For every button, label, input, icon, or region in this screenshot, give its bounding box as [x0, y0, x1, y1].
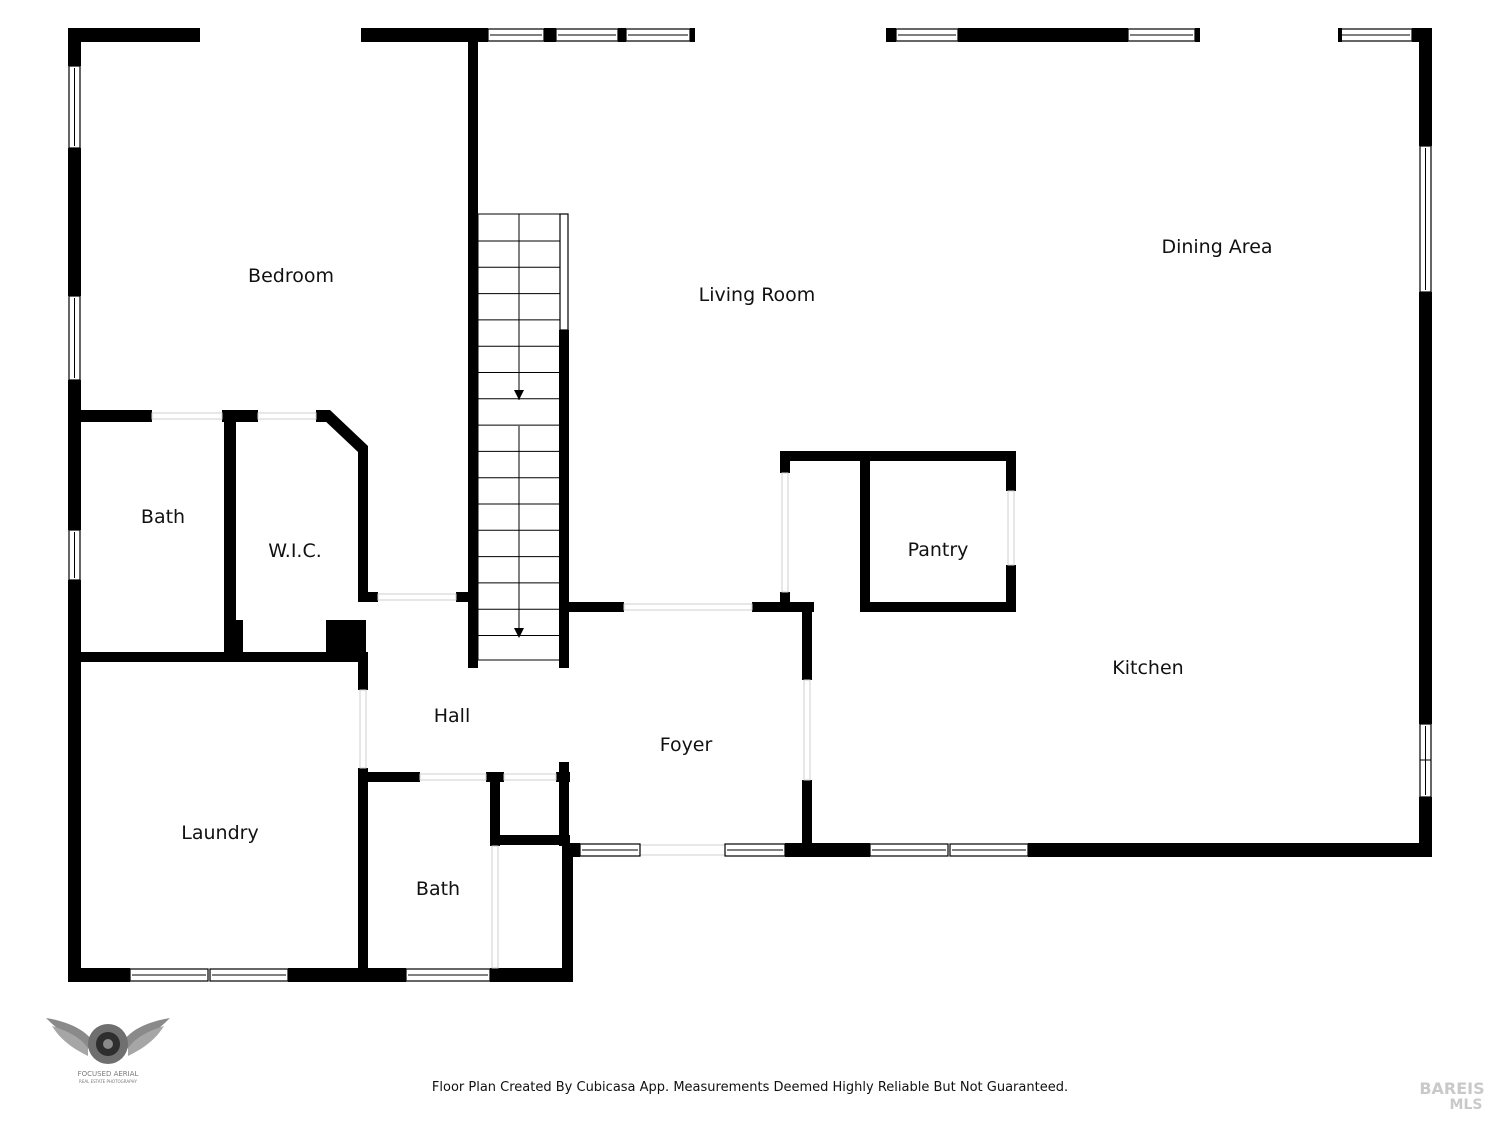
room-label-bath-lower: Bath [416, 878, 460, 900]
logo-brand-line1: FOCUSED AERIAL [78, 1070, 139, 1078]
window [405, 968, 491, 982]
room-label-hall: Hall [434, 705, 471, 727]
logo-brand-line2: REAL ESTATE PHOTOGRAPHY [79, 1079, 137, 1084]
room-label-laundry: Laundry [181, 822, 258, 844]
window [869, 843, 949, 857]
window [129, 968, 209, 982]
window [209, 968, 289, 982]
window [68, 295, 81, 381]
footer-disclaimer: Floor Plan Created By Cubicasa App. Meas… [432, 1080, 1068, 1095]
window [1127, 28, 1196, 42]
window [724, 843, 786, 857]
window [949, 843, 1029, 857]
room-label-dining-area: Dining Area [1161, 236, 1272, 258]
room-label-living-room: Living Room [699, 284, 816, 306]
window [625, 28, 691, 42]
mls-logo-line2: MLS [1450, 1097, 1483, 1113]
window [555, 28, 619, 42]
window [487, 28, 545, 42]
room-labels: Bedroom Living Room Dining Area Bath W.I… [141, 236, 1273, 900]
room-label-wic: W.I.C. [268, 540, 322, 562]
staircase [477, 213, 561, 661]
stair-arrow-icon [514, 390, 524, 400]
window [559, 213, 569, 331]
room-label-kitchen: Kitchen [1112, 657, 1183, 679]
window [1419, 145, 1432, 293]
room-label-bedroom: Bedroom [248, 265, 334, 287]
room-label-foyer: Foyer [660, 734, 713, 756]
mls-logo: BAREIS MLS [1419, 1079, 1484, 1113]
windows [68, 28, 1432, 982]
room-label-bath-upper: Bath [141, 506, 185, 528]
window [895, 28, 959, 42]
stair-arrow-icon [514, 628, 524, 638]
window [1419, 723, 1432, 798]
walls [68, 28, 1432, 982]
window [1339, 28, 1413, 42]
door-openings [151, 412, 1015, 969]
window [579, 843, 641, 857]
window [68, 65, 81, 149]
mls-logo-line1: BAREIS [1419, 1079, 1484, 1098]
focused-aerial-logo: FOCUSED AERIAL REAL ESTATE PHOTOGRAPHY [46, 1018, 170, 1084]
room-label-pantry: Pantry [908, 539, 969, 561]
window [68, 529, 81, 581]
